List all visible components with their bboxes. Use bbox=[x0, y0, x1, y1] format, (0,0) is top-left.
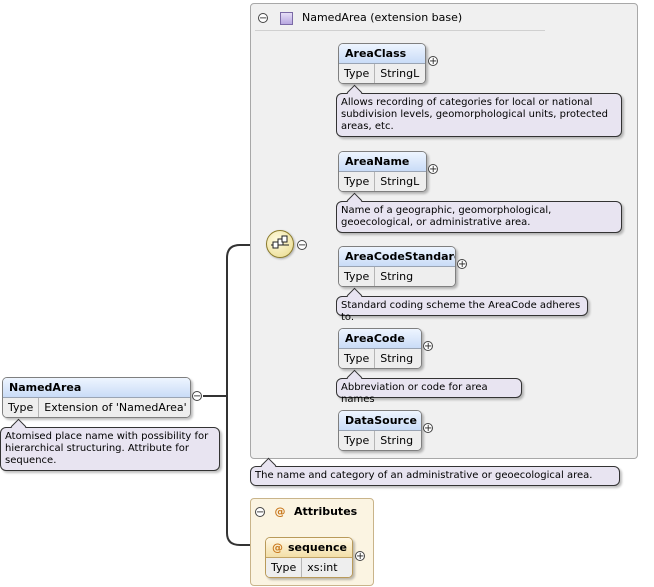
type-label: Type bbox=[339, 431, 376, 450]
attributes-collapse-toggle[interactable]: − bbox=[255, 507, 265, 518]
type-label: Type bbox=[339, 349, 376, 368]
type-value: String bbox=[380, 352, 414, 365]
element-name: AreaClass bbox=[339, 44, 425, 64]
type-label: Type bbox=[339, 172, 376, 191]
element-datasource[interactable]: DataSource Type String bbox=[338, 410, 422, 451]
doc-areaname: Name of a geographic, geomorphological, … bbox=[336, 201, 622, 233]
at-icon: @ bbox=[274, 505, 286, 518]
expand-toggle-sequence[interactable]: + bbox=[355, 551, 365, 562]
type-value: String bbox=[380, 270, 414, 283]
type-label: Type bbox=[339, 64, 376, 83]
attribute-name-row: @ sequence bbox=[266, 538, 352, 558]
type-value: StringL bbox=[380, 67, 420, 80]
attributes-header: − @ Attributes bbox=[255, 504, 357, 520]
doc-extension: The name and category of an administrati… bbox=[250, 466, 620, 486]
element-name: AreaName bbox=[339, 152, 426, 172]
type-value: Extension of 'NamedArea' bbox=[44, 401, 187, 414]
expand-toggle-datasource[interactable]: + bbox=[423, 423, 433, 434]
element-name: AreaCodeStandard bbox=[339, 247, 455, 267]
doc-areacodestandard: Standard coding scheme the AreaCode adhe… bbox=[336, 296, 588, 323]
extension-header: − NamedArea (extension base) bbox=[258, 10, 462, 26]
collapse-toggle[interactable]: − bbox=[258, 13, 268, 24]
type-label: Type bbox=[3, 398, 40, 417]
type-value: String bbox=[380, 434, 414, 447]
type-value: xs:int bbox=[307, 561, 338, 574]
element-name: DataSource bbox=[339, 411, 421, 431]
connector-root-to-attributes bbox=[226, 396, 252, 546]
at-icon: @ bbox=[272, 541, 283, 554]
complex-type-icon bbox=[279, 11, 293, 25]
sequence-icon[interactable] bbox=[266, 230, 294, 258]
sequence-collapse-toggle[interactable]: − bbox=[297, 240, 307, 251]
attribute-name: sequence bbox=[288, 541, 347, 554]
expand-toggle-areaname[interactable]: + bbox=[428, 164, 438, 175]
element-name: NamedArea bbox=[3, 378, 190, 398]
expand-toggle-areacodestandard[interactable]: + bbox=[457, 259, 467, 270]
attributes-title: Attributes bbox=[294, 505, 358, 518]
doc-areacode: Abbreviation or code for area names bbox=[336, 378, 522, 405]
expand-toggle-areacode[interactable]: + bbox=[423, 341, 433, 352]
type-label: Type bbox=[339, 267, 376, 286]
attributes-box: − @ Attributes @ sequence Type xs:int + bbox=[250, 498, 374, 586]
element-areacode[interactable]: AreaCode Type String bbox=[338, 328, 422, 369]
attribute-sequence[interactable]: @ sequence Type xs:int bbox=[265, 537, 353, 578]
extension-header-divider bbox=[255, 30, 545, 31]
element-name: AreaCode bbox=[339, 329, 421, 349]
root-collapse-toggle[interactable]: − bbox=[192, 391, 202, 402]
root-element-namedarea[interactable]: NamedArea Type Extension of 'NamedArea' bbox=[2, 377, 191, 418]
expand-toggle-areaclass[interactable]: + bbox=[428, 56, 438, 67]
element-areaclass[interactable]: AreaClass Type StringL bbox=[338, 43, 426, 84]
type-value: StringL bbox=[380, 175, 420, 188]
extension-title: NamedArea (extension base) bbox=[302, 11, 463, 24]
element-areaname[interactable]: AreaName Type StringL bbox=[338, 151, 427, 192]
element-areacodestandard[interactable]: AreaCodeStandard Type String bbox=[338, 246, 456, 287]
doc-areaclass: Allows recording of categories for local… bbox=[336, 93, 622, 137]
type-label: Type bbox=[266, 558, 303, 577]
connector-root-to-sequence bbox=[203, 244, 266, 397]
doc-root: Atomised place name with possibility for… bbox=[0, 427, 220, 471]
